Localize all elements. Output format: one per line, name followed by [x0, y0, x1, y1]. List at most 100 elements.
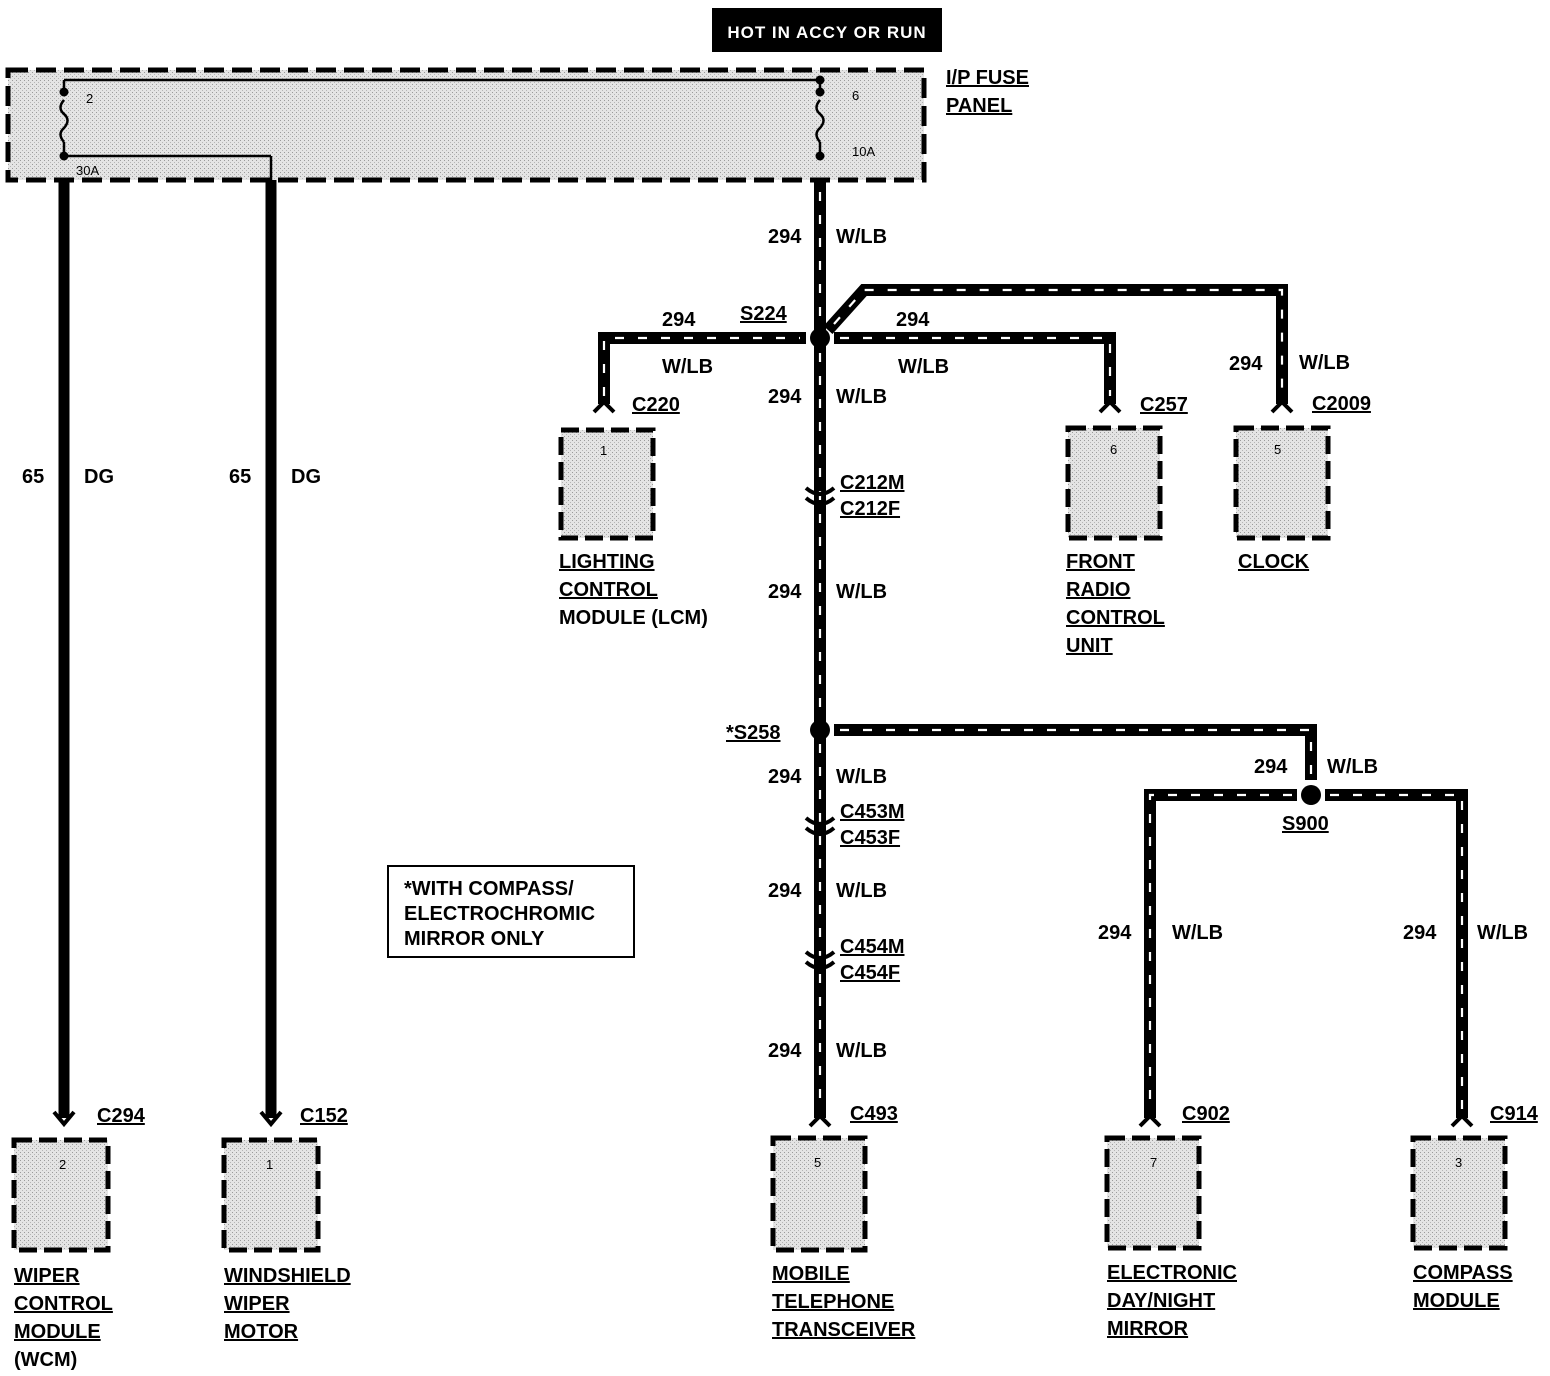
- phone-connector: C493: [850, 1103, 898, 1125]
- wire-label-color: W/LB: [836, 386, 887, 408]
- component-electronic-day-night-mirror: C902 7 ELECTRONIC DAY/NIGHT MIRROR: [1104, 1103, 1237, 1340]
- mirror-connector: C902: [1182, 1103, 1230, 1125]
- wire-label-color: W/LB: [1477, 922, 1528, 944]
- wire-label-circuit: 294: [662, 309, 696, 331]
- phone-name-line1: MOBILE: [772, 1263, 850, 1285]
- wire-label-circuit: 294: [1403, 922, 1437, 944]
- inline-connector-c212f: C212F: [840, 498, 900, 520]
- motor-component-box: [221, 1137, 321, 1253]
- radio-pin: 6: [1110, 442, 1117, 457]
- wire-label-circuit: 294: [768, 386, 802, 408]
- lcm-name-line3: MODULE (LCM): [559, 607, 708, 629]
- fuse-panel-title-line1: I/P FUSE: [946, 67, 1029, 89]
- clock-component-box: [1233, 425, 1331, 541]
- wire-label-circuit: 294: [1229, 353, 1263, 375]
- wire-label-circuit: 294: [896, 309, 930, 331]
- splice-s258-dot: [810, 720, 830, 740]
- wire-label-circuit: 294: [768, 880, 802, 902]
- wiper-control-circuit: 65 DG C294 2 WIPER CONTROL MODULE (WCM): [11, 180, 146, 1371]
- motor-circuit-number: 65: [229, 466, 251, 488]
- motor-connector: C152: [300, 1105, 348, 1127]
- note-line2: ELECTROCHROMIC: [404, 903, 595, 925]
- note-line1: *WITH COMPASS/: [404, 878, 574, 900]
- lcm-name-line1: LIGHTING: [559, 551, 655, 573]
- component-mobile-telephone-transceiver: C493 5 MOBILE TELEPHONE TRANSCEIVER: [770, 1103, 916, 1341]
- fuse-left-rating: 30A: [76, 163, 99, 178]
- splice-s900-dot: [1301, 785, 1321, 805]
- component-front-radio-control-unit: C257 6 FRONT RADIO CONTROL UNIT: [1065, 394, 1188, 657]
- wcm-name-line3: MODULE: [14, 1321, 101, 1343]
- fuse-right-number: 6: [852, 88, 859, 103]
- wcm-name-line1: WIPER: [14, 1265, 80, 1287]
- wiper-motor-circuit: 65 DG C152 1 WINDSHIELD WIPER MOTOR: [221, 180, 351, 1343]
- wire-label-color: W/LB: [1172, 922, 1223, 944]
- mirror-name-line1: ELECTRONIC: [1107, 1262, 1237, 1284]
- circuit-294-wiring: [592, 180, 1474, 1128]
- splice-s224-dot: [810, 328, 830, 348]
- wire-label-color: W/LB: [898, 356, 949, 378]
- inline-connector-c453-symbol: [804, 816, 836, 836]
- mirror-pin: 7: [1150, 1155, 1157, 1170]
- inline-connector-c454m: C454M: [840, 936, 904, 958]
- lcm-component-box: [558, 427, 656, 541]
- wire-labels: 294 W/LB 294 W/LB 294 W/LB 294 W/LB 294 …: [662, 226, 1528, 1062]
- splice-s224-label: S224: [740, 303, 788, 325]
- compass-connector: C914: [1490, 1103, 1539, 1125]
- clock-connector: C2009: [1312, 393, 1371, 415]
- lcm-name-line2: CONTROL: [559, 579, 658, 601]
- compass-name-line1: COMPASS: [1413, 1262, 1513, 1284]
- inline-connector-c453m: C453M: [840, 801, 904, 823]
- note-line3: MIRROR ONLY: [404, 928, 545, 950]
- wire-label-circuit: 294: [768, 581, 802, 603]
- phone-name-line3: TRANSCEIVER: [772, 1319, 916, 1341]
- note-box: *WITH COMPASS/ ELECTROCHROMIC MIRROR ONL…: [387, 865, 635, 958]
- compass-component-box: [1410, 1135, 1508, 1251]
- wire-label-color: W/LB: [836, 880, 887, 902]
- wire-label-color: W/LB: [836, 581, 887, 603]
- compass-name-line2: MODULE: [1413, 1290, 1500, 1312]
- compass-pin: 3: [1455, 1155, 1462, 1170]
- inline-connector-c453f: C453F: [840, 827, 900, 849]
- splice-s900-label: S900: [1282, 813, 1329, 835]
- fuse-panel: 2 30A 6 10A I/P FUSE PANEL: [5, 67, 1029, 183]
- wcm-connector: C294: [97, 1105, 146, 1127]
- wcm-name-line2: CONTROL: [14, 1293, 113, 1315]
- wcm-component-box: [11, 1137, 111, 1253]
- wire-label-color: W/LB: [1299, 352, 1350, 374]
- motor-name-line1: WINDSHIELD: [224, 1265, 351, 1287]
- wcm-wire-color: DG: [84, 466, 114, 488]
- radio-name-line2: RADIO: [1066, 579, 1130, 601]
- inline-connector-c454-symbol: [804, 950, 836, 970]
- wire-label-circuit: 294: [1254, 756, 1288, 778]
- inline-connector-c212m: C212M: [840, 472, 904, 494]
- wire-label-circuit: 294: [768, 1040, 802, 1062]
- phone-name-line2: TELEPHONE: [772, 1291, 894, 1313]
- clock-name-line1: CLOCK: [1238, 551, 1310, 573]
- motor-wire-color: DG: [291, 466, 321, 488]
- splice-s258-label: *S258: [726, 722, 781, 744]
- radio-connector: C257: [1140, 394, 1188, 416]
- motor-name-line2: WIPER: [224, 1293, 290, 1315]
- clock-pin: 5: [1274, 442, 1281, 457]
- component-clock: C2009 5 CLOCK: [1233, 393, 1371, 573]
- lcm-pin: 1: [600, 443, 607, 458]
- motor-name-line3: MOTOR: [224, 1321, 299, 1343]
- motor-pin: 1: [266, 1157, 273, 1172]
- component-compass-module: C914 3 COMPASS MODULE: [1410, 1103, 1539, 1312]
- inline-connector-c454f: C454F: [840, 962, 900, 984]
- wire-label-color: W/LB: [662, 356, 713, 378]
- fuse-left-number: 2: [86, 91, 93, 106]
- wire-label-color: W/LB: [1327, 756, 1378, 778]
- wire-label-circuit: 294: [768, 226, 802, 248]
- inline-connector-c212-symbol: [804, 486, 836, 506]
- lcm-connector: C220: [632, 394, 680, 416]
- mirror-name-line3: MIRROR: [1107, 1318, 1189, 1340]
- wcm-pin: 2: [59, 1157, 66, 1172]
- wire-label-color: W/LB: [836, 766, 887, 788]
- radio-component-box: [1065, 425, 1163, 541]
- radio-name-line1: FRONT: [1066, 551, 1135, 573]
- mirror-component-box: [1104, 1135, 1202, 1251]
- wcm-name-line4: (WCM): [14, 1349, 77, 1371]
- phone-component-box: [770, 1135, 868, 1253]
